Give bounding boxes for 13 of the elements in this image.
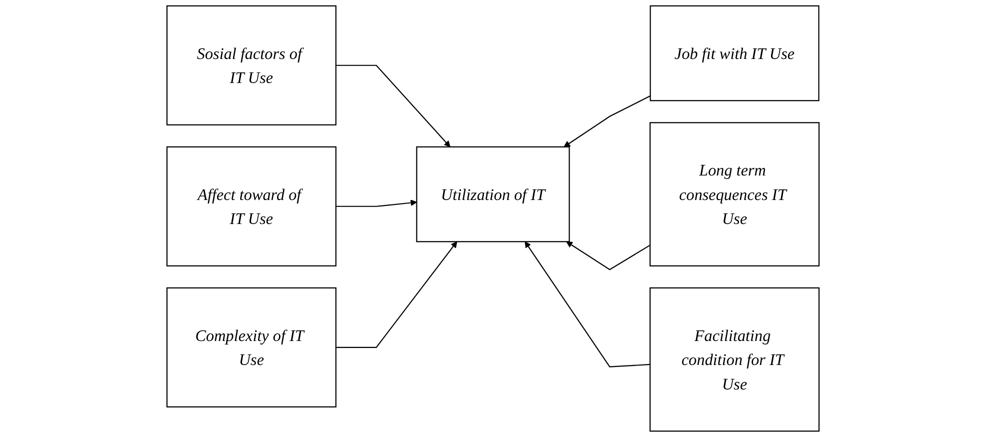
arrow	[566, 241, 650, 270]
arrow	[564, 95, 651, 148]
node-box: Complexity of IT Use	[166, 287, 336, 408]
node-box: Facilitating condition for IT Use	[650, 287, 820, 432]
arrow	[336, 200, 417, 207]
node-box: Affect toward of IT Use	[166, 146, 336, 266]
arrow	[336, 64, 450, 148]
arrow	[524, 241, 650, 368]
node-box: Long term consequences IT Use	[650, 122, 820, 266]
node-box: Sosial factors of IT Use	[166, 5, 336, 126]
node-box: Utilization of IT	[416, 146, 570, 242]
node-box: Job fit with IT Use	[650, 5, 820, 102]
arrow	[336, 241, 458, 348]
